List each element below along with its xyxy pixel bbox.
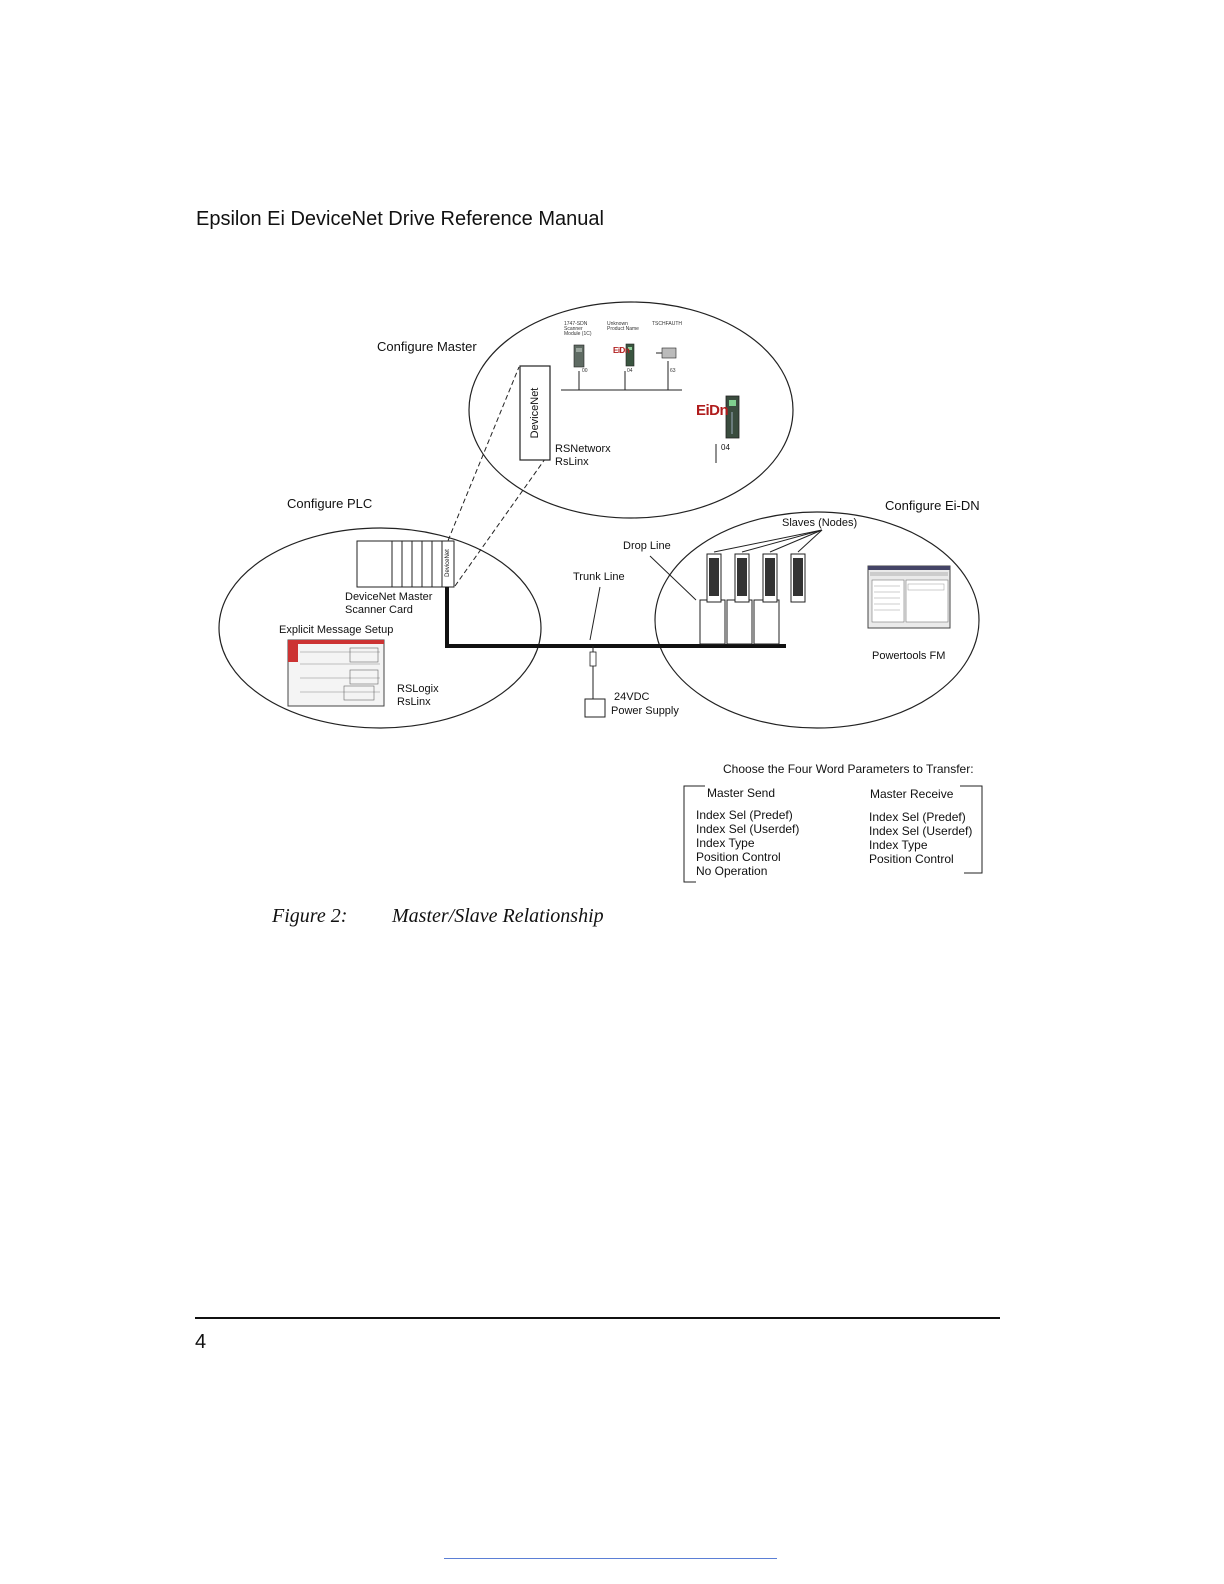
- master-send-bracket: [683, 785, 705, 883]
- page-number: 4: [195, 1331, 207, 1353]
- drop-box-1: [699, 599, 726, 645]
- list-item: Position Control: [696, 850, 781, 864]
- scanner-module-mini-label: 1747-SDN Scanner Module (1C): [564, 321, 592, 337]
- rslinx-top-label: RsLinx: [555, 456, 589, 468]
- list-item: Index Type: [869, 838, 928, 852]
- node-04-large-label: 04: [721, 443, 730, 452]
- bottom-link-line: [444, 1558, 777, 1559]
- scanner-card-label-line2: Scanner Card: [345, 604, 413, 616]
- rslogix-screenshot: [287, 639, 385, 707]
- trunk-line-label: Trunk Line: [573, 571, 625, 583]
- eidn-logo: EiDn: [696, 402, 729, 419]
- powertools-screenshot: [867, 565, 951, 629]
- drop-box-2: [726, 599, 753, 645]
- drop-line-label: Drop Line: [623, 540, 671, 552]
- parameters-heading: Choose the Four Word Parameters to Trans…: [723, 762, 974, 776]
- configure-plc-label: Configure PLC: [287, 496, 373, 511]
- drop-box-3: [753, 599, 780, 645]
- configure-plc-ellipse: [218, 527, 542, 729]
- scanner-module-mini-icon: [573, 344, 585, 368]
- master-receive-title: Master Receive: [870, 787, 954, 801]
- list-item: Index Sel (Userdef): [869, 824, 973, 838]
- unknown-product-mini-label: Unknown Product Name: [607, 321, 639, 332]
- rslogix-label: RSLogix: [397, 683, 439, 695]
- scanner-card-label-line1: DeviceNet Master: [345, 591, 433, 603]
- configure-eidn-ellipse: [654, 511, 980, 729]
- devicenet-vertical-label: DeviceNet: [529, 387, 541, 439]
- figure-number: Figure 2:: [272, 905, 348, 927]
- figure-title: Master/Slave Relationship: [392, 905, 604, 927]
- rslinx-bottom-label: RsLinx: [397, 696, 431, 708]
- master-send-title: Master Send: [707, 786, 776, 800]
- node-00-label: 00: [582, 368, 588, 374]
- devicenet-box: [519, 365, 551, 461]
- master-send-list: Index Sel (Predef) Index Sel (Userdef) I…: [696, 808, 799, 878]
- footer-rule: [195, 1317, 1000, 1319]
- scanner-card-tag: DeviceNet: [445, 549, 451, 577]
- node-04-label: 04: [627, 368, 633, 374]
- list-item: Index Type: [696, 836, 755, 850]
- power-supply-label-line1: 24VDC: [614, 691, 650, 703]
- node-63-label: 63: [670, 368, 676, 374]
- eidn-mini-logo: EiDn: [613, 346, 630, 355]
- page-header-title: Epsilon Ei DeviceNet Drive Reference Man…: [196, 208, 604, 230]
- explicit-message-label: Explicit Message Setup: [279, 624, 394, 636]
- configure-master-label: Configure Master: [377, 339, 477, 354]
- master-receive-list: Index Sel (Predef) Index Sel (Userdef) I…: [869, 810, 972, 866]
- plc-rack: [356, 540, 455, 588]
- powertools-label: Powertools FM: [872, 650, 946, 662]
- configure-eidn-label: Configure Ei-DN: [885, 498, 980, 513]
- list-item: Index Sel (Predef): [869, 810, 966, 824]
- slaves-label: Slaves (Nodes): [782, 517, 858, 529]
- list-item: Position Control: [869, 852, 954, 866]
- trunk-line: [445, 587, 786, 648]
- eidn-mini-icon: [625, 343, 635, 367]
- slave-drives: [706, 553, 806, 603]
- rsnetworx-label: RSNetworx: [555, 443, 611, 455]
- zoom-line-right: [454, 451, 551, 587]
- tsch-mini-label: TSCHFAUTH: [652, 321, 682, 327]
- power-supply-label-line2: Power Supply: [611, 705, 679, 717]
- master-receive-bracket: [960, 785, 983, 874]
- zoom-line-left: [435, 366, 520, 571]
- list-item: Index Sel (Predef): [696, 808, 793, 822]
- power-supply-box: [584, 698, 606, 718]
- configure-master-ellipse: [468, 301, 794, 519]
- motor-mini-icon: [661, 347, 677, 359]
- list-item: Index Sel (Userdef): [696, 822, 800, 836]
- list-item: No Operation: [696, 864, 768, 878]
